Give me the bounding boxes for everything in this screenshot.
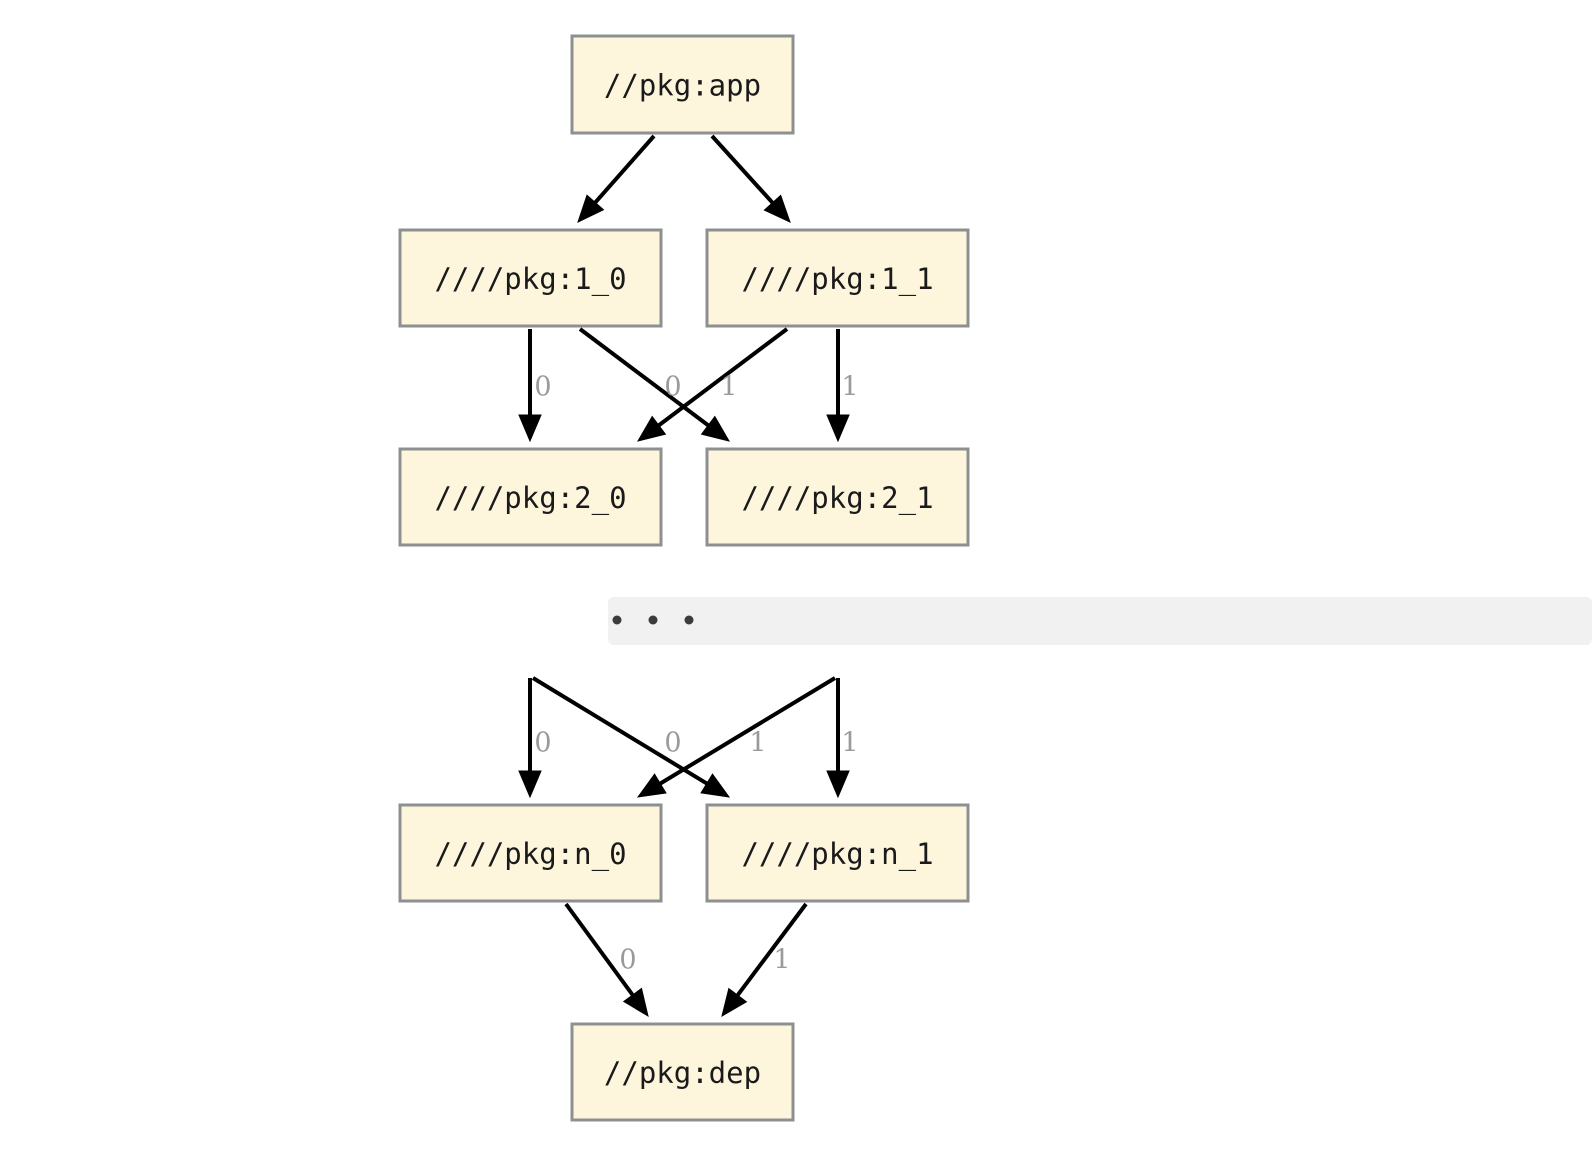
edge-label: 1	[720, 372, 737, 403]
node-label: ////pkg:1_1	[741, 262, 933, 297]
node-app[interactable]: //pkg:app	[570, 34, 795, 135]
node-label: ////pkg:1_0	[434, 262, 626, 297]
edge-arrowhead	[826, 414, 850, 443]
edge-n1_1-to-n2_0	[636, 327, 789, 442]
edge-src-to-nn_0	[636, 676, 837, 798]
edge-shaft	[710, 134, 777, 208]
edge-app-to-n1_0	[577, 134, 656, 223]
edge-n1_0-to-n2_1	[578, 327, 731, 442]
node-label: ////pkg:2_0	[434, 481, 626, 516]
edge-shaft	[654, 327, 789, 430]
edge-app-to-n1_1	[710, 134, 791, 223]
ellipsis-dot	[612, 615, 622, 625]
node-label: ////pkg:2_1	[741, 481, 933, 516]
node-box[interactable]	[398, 447, 663, 547]
edge-label: 0	[619, 945, 636, 976]
node-label: ////pkg:n_0	[434, 837, 626, 872]
node-n1_0[interactable]: ////pkg:1_0	[398, 228, 663, 328]
node-nn_1[interactable]: ////pkg:n_1	[705, 803, 970, 903]
node-n2_0[interactable]: ////pkg:2_0	[398, 447, 663, 547]
edge-shaft	[578, 327, 713, 430]
node-label: //pkg:app	[604, 69, 761, 103]
ellipsis-band	[608, 597, 1592, 645]
edge-label: 1	[749, 728, 766, 759]
node-n1_1[interactable]: ////pkg:1_1	[705, 228, 970, 328]
node-n2_1[interactable]: ////pkg:2_1	[705, 447, 970, 547]
edge-arrowhead	[700, 773, 731, 798]
edges-layer	[518, 134, 850, 1018]
edge-arrowhead	[636, 415, 667, 442]
edge-nn_0-to-dep	[564, 902, 649, 1018]
edge-arrowhead	[826, 770, 850, 799]
edge-arrowhead	[518, 414, 542, 443]
edge-shaft	[655, 676, 837, 788]
edge-label: 0	[664, 728, 681, 759]
edge-label: 0	[664, 372, 681, 403]
edge-nn_1-to-dep	[721, 902, 808, 1018]
edge-shaft	[733, 902, 808, 1000]
edge-label: 1	[841, 372, 858, 403]
node-label: //pkg:dep	[604, 1056, 761, 1090]
edge-arrowhead	[700, 415, 731, 442]
edge-shaft	[564, 902, 637, 1000]
edge-src-to-nn_1	[826, 678, 850, 799]
edge-n1_1-to-n2_1	[826, 329, 850, 443]
nodes-layer: //pkg:app ////pkg:1_0 ////pkg:1_1 ////pkg:2…	[398, 34, 970, 1122]
edge-arrowhead	[577, 194, 605, 223]
edge-arrowhead	[518, 770, 542, 799]
edge-arrowhead	[721, 987, 748, 1018]
edge-arrowhead	[636, 773, 667, 798]
edge-arrowhead	[622, 987, 649, 1018]
edge-label: 0	[534, 372, 551, 403]
edge-src-to-nn_0	[518, 678, 542, 799]
edge-arrowhead	[763, 194, 791, 223]
node-box[interactable]	[398, 803, 663, 903]
node-box[interactable]	[705, 228, 970, 328]
node-box[interactable]	[570, 34, 795, 135]
edge-label: 1	[773, 945, 790, 976]
edge-label: 0	[534, 728, 551, 759]
ellipsis-separator	[608, 597, 1592, 645]
node-label: ////pkg:n_1	[741, 837, 933, 872]
node-nn_0[interactable]: ////pkg:n_0	[398, 803, 663, 903]
edge-src-to-nn_1	[531, 676, 731, 798]
edge-labels-layer: 0 0 1 1 0 0 1 1 0 1	[534, 372, 858, 976]
ellipsis-dot	[684, 615, 694, 625]
edge-shaft	[591, 134, 656, 207]
node-dep[interactable]: //pkg:dep	[570, 1022, 795, 1122]
node-box[interactable]	[398, 228, 663, 328]
node-box[interactable]	[705, 447, 970, 547]
edge-label: 1	[841, 728, 858, 759]
node-box[interactable]	[705, 803, 970, 903]
edge-shaft	[531, 676, 712, 788]
edge-n1_0-to-n2_0	[518, 329, 542, 443]
node-box[interactable]	[570, 1022, 795, 1122]
ellipsis-dot	[648, 615, 658, 625]
